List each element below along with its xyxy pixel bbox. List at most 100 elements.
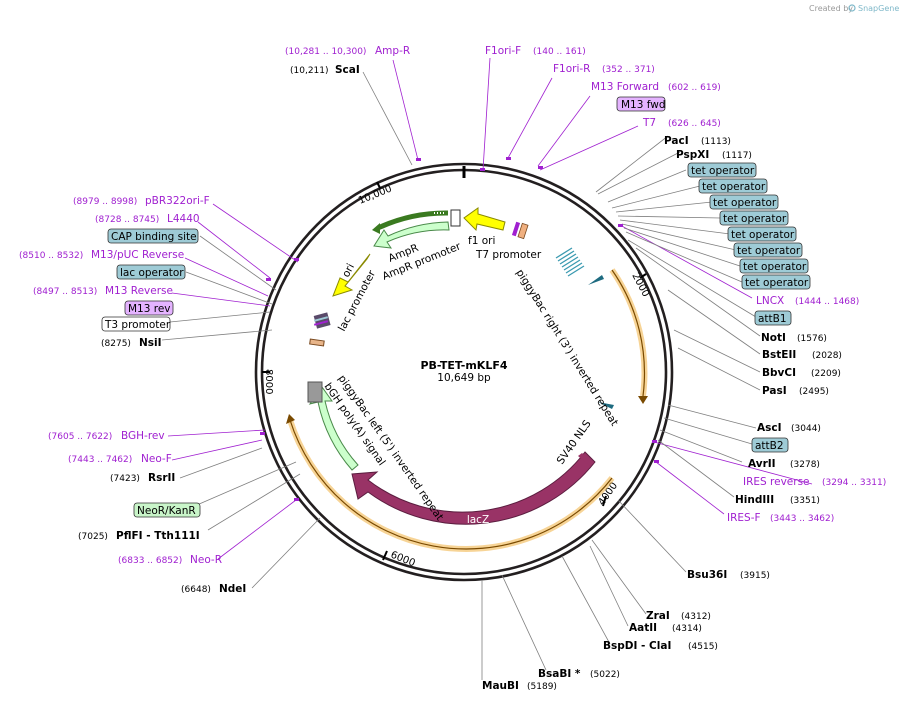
box-tet-operator[interactable]: tet operator bbox=[723, 213, 787, 225]
enzyme-pos: (8275) bbox=[101, 339, 131, 349]
primer-bgh-rev[interactable]: BGH-rev bbox=[121, 430, 165, 442]
primer-ires-reverse[interactable]: IRES reverse bbox=[743, 476, 810, 488]
feature-f1-ori[interactable] bbox=[463, 207, 506, 232]
enzyme-pos: (5022) bbox=[590, 670, 620, 680]
enzyme-paci[interactable]: PacI bbox=[664, 135, 689, 147]
box-tet-operator[interactable]: tet operator bbox=[745, 277, 809, 289]
plasmid-size: 10,649 bp bbox=[437, 372, 491, 384]
enzyme-nsii[interactable]: NsiI bbox=[139, 337, 162, 349]
box-tet-operator[interactable]: tet operator bbox=[691, 165, 755, 177]
enzyme-pasi[interactable]: PasI bbox=[762, 385, 787, 397]
tick-mark bbox=[602, 495, 607, 507]
feature-grey-block bbox=[307, 381, 323, 403]
feature-label-ori: ori bbox=[340, 262, 357, 280]
enzyme-bsabi[interactable]: BsaBI * bbox=[538, 668, 581, 680]
box-tet-operator[interactable]: tet operator bbox=[702, 181, 766, 193]
box-cap-binding-site[interactable]: CAP binding site bbox=[111, 231, 197, 243]
feature-ampR[interactable] bbox=[373, 221, 450, 249]
box-tet-operator[interactable]: tet operator bbox=[731, 229, 795, 241]
box-tet-operator[interactable]: tet operator bbox=[737, 245, 801, 257]
enzyme-pflfi-tth111i[interactable]: PflFI - Tth111I bbox=[116, 530, 200, 542]
feature-label-f1-ori: f1 ori bbox=[468, 235, 495, 247]
snapgene-logo-icon bbox=[848, 4, 856, 12]
enzyme-aatii[interactable]: AatII bbox=[629, 622, 657, 634]
box-tet-operator[interactable]: tet operator bbox=[743, 261, 807, 273]
credit-text: Created by bbox=[809, 4, 853, 13]
primer-pbr322ori-f[interactable]: pBR322ori-F bbox=[145, 195, 210, 207]
primer-range: (8510 .. 8532) bbox=[19, 251, 83, 261]
enzyme-maubi[interactable]: MauBI bbox=[482, 680, 519, 692]
enzyme-pos: (7025) bbox=[78, 532, 108, 542]
primer-range: (7605 .. 7622) bbox=[48, 432, 112, 442]
primer-ires-f[interactable]: IRES-F bbox=[727, 512, 761, 524]
feature-lac-marks bbox=[313, 312, 331, 329]
enzyme-zrai[interactable]: ZraI bbox=[646, 610, 670, 622]
enzyme-pos: (10,211) bbox=[290, 66, 329, 76]
feature-attB1 bbox=[588, 275, 604, 285]
box-tet-operator[interactable]: tet operator bbox=[713, 197, 777, 209]
enzyme-avrii[interactable]: AvrII bbox=[748, 458, 776, 470]
feature-small-block bbox=[309, 338, 325, 347]
primer-f1ori-r[interactable]: F1ori-R bbox=[553, 63, 590, 75]
enzyme-hindiii[interactable]: HindIII bbox=[735, 494, 774, 506]
feature-sv40-nls[interactable] bbox=[578, 453, 594, 466]
leader-lines bbox=[161, 57, 813, 680]
feature-lacZ[interactable] bbox=[351, 451, 596, 525]
tick-mark bbox=[382, 550, 388, 561]
box-lac-operator[interactable]: lac operator bbox=[120, 267, 184, 279]
enzyme-pos: (1117) bbox=[722, 151, 752, 161]
primer-neo-f[interactable]: Neo-F bbox=[141, 453, 172, 465]
enzyme-pos: (2028) bbox=[812, 351, 842, 361]
enzyme-ndei[interactable]: NdeI bbox=[219, 583, 246, 595]
enzyme-scai[interactable]: ScaI bbox=[335, 64, 360, 76]
feature-ampR-dark-arrow bbox=[372, 223, 380, 234]
primer-l4440[interactable]: L4440 bbox=[167, 213, 200, 225]
primer-lncx[interactable]: LNCX bbox=[756, 295, 784, 307]
primer-t7[interactable]: T7 bbox=[642, 117, 656, 129]
feature-ori[interactable] bbox=[332, 253, 371, 297]
orange-arc-bottom-line bbox=[289, 419, 613, 550]
tick-mark bbox=[639, 273, 647, 279]
enzyme-bsteii[interactable]: BstEII bbox=[762, 349, 796, 361]
enzyme-pos: (3915) bbox=[740, 571, 770, 581]
box-m13-rev[interactable]: M13 rev bbox=[128, 303, 171, 315]
primer-neo-r[interactable]: Neo-R bbox=[190, 554, 222, 566]
feature-attB2 bbox=[598, 402, 614, 409]
enzyme-pos: (1113) bbox=[701, 137, 731, 147]
box-t3-promoter[interactable]: T3 promoter bbox=[104, 319, 171, 331]
box-attB2[interactable]: attB2 bbox=[755, 440, 784, 452]
enzyme-bspdi-clai[interactable]: BspDI - ClaI bbox=[603, 640, 671, 652]
box-attB1[interactable]: attB1 bbox=[758, 313, 787, 325]
primer-m13-puc-reverse[interactable]: M13/pUC Reverse bbox=[91, 249, 184, 261]
primer-amp-r[interactable]: Amp-R bbox=[375, 45, 410, 57]
primer-range: (8979 .. 8998) bbox=[73, 197, 137, 207]
orange-arc-arrowhead bbox=[638, 396, 648, 404]
enzyme-asci[interactable]: AscI bbox=[757, 422, 782, 434]
enzyme-pos: (4314) bbox=[672, 624, 702, 634]
primer-f1ori-f[interactable]: F1ori-F bbox=[485, 45, 521, 57]
primer-m13-forward[interactable]: M13 Forward bbox=[591, 81, 659, 93]
primer-m13-reverse[interactable]: M13 Reverse bbox=[105, 285, 173, 297]
enzyme-bbvci[interactable]: BbvCI bbox=[762, 367, 796, 379]
enzyme-bsu36i[interactable]: Bsu36I bbox=[687, 569, 727, 581]
primer-range: (3294 .. 3311) bbox=[822, 478, 886, 488]
enzyme-rsrii[interactable]: RsrII bbox=[148, 472, 175, 484]
primer-range: (8497 .. 8513) bbox=[33, 287, 97, 297]
orange-arc-bottom-arrowhead bbox=[286, 414, 295, 424]
box-m13-fwd[interactable]: M13 fwd bbox=[621, 99, 666, 111]
feature-label-lacZ: lacZ bbox=[467, 514, 489, 526]
box-neor-kanr[interactable]: NeoR/KanR bbox=[137, 505, 196, 517]
feature-tet-operators bbox=[555, 247, 585, 277]
feature-ampR-dark bbox=[376, 210, 449, 231]
tick-mark bbox=[376, 181, 381, 189]
feature-primer-marks-top bbox=[511, 221, 529, 240]
feature-bgh-polyA[interactable] bbox=[308, 386, 359, 471]
enzyme-noti[interactable]: NotI bbox=[761, 332, 786, 344]
plasmid-name: PB-TET-mKLF4 bbox=[420, 359, 507, 372]
enzyme-pspxi[interactable]: PspXI bbox=[676, 149, 709, 161]
primer-labels: (10,281 .. 10,300) Amp-R F1ori-F (140 ..… bbox=[19, 45, 886, 566]
primer-range: (7443 .. 7462) bbox=[68, 455, 132, 465]
primer-range: (3443 .. 3462) bbox=[770, 514, 834, 524]
enzyme-pos: (7423) bbox=[110, 474, 140, 484]
